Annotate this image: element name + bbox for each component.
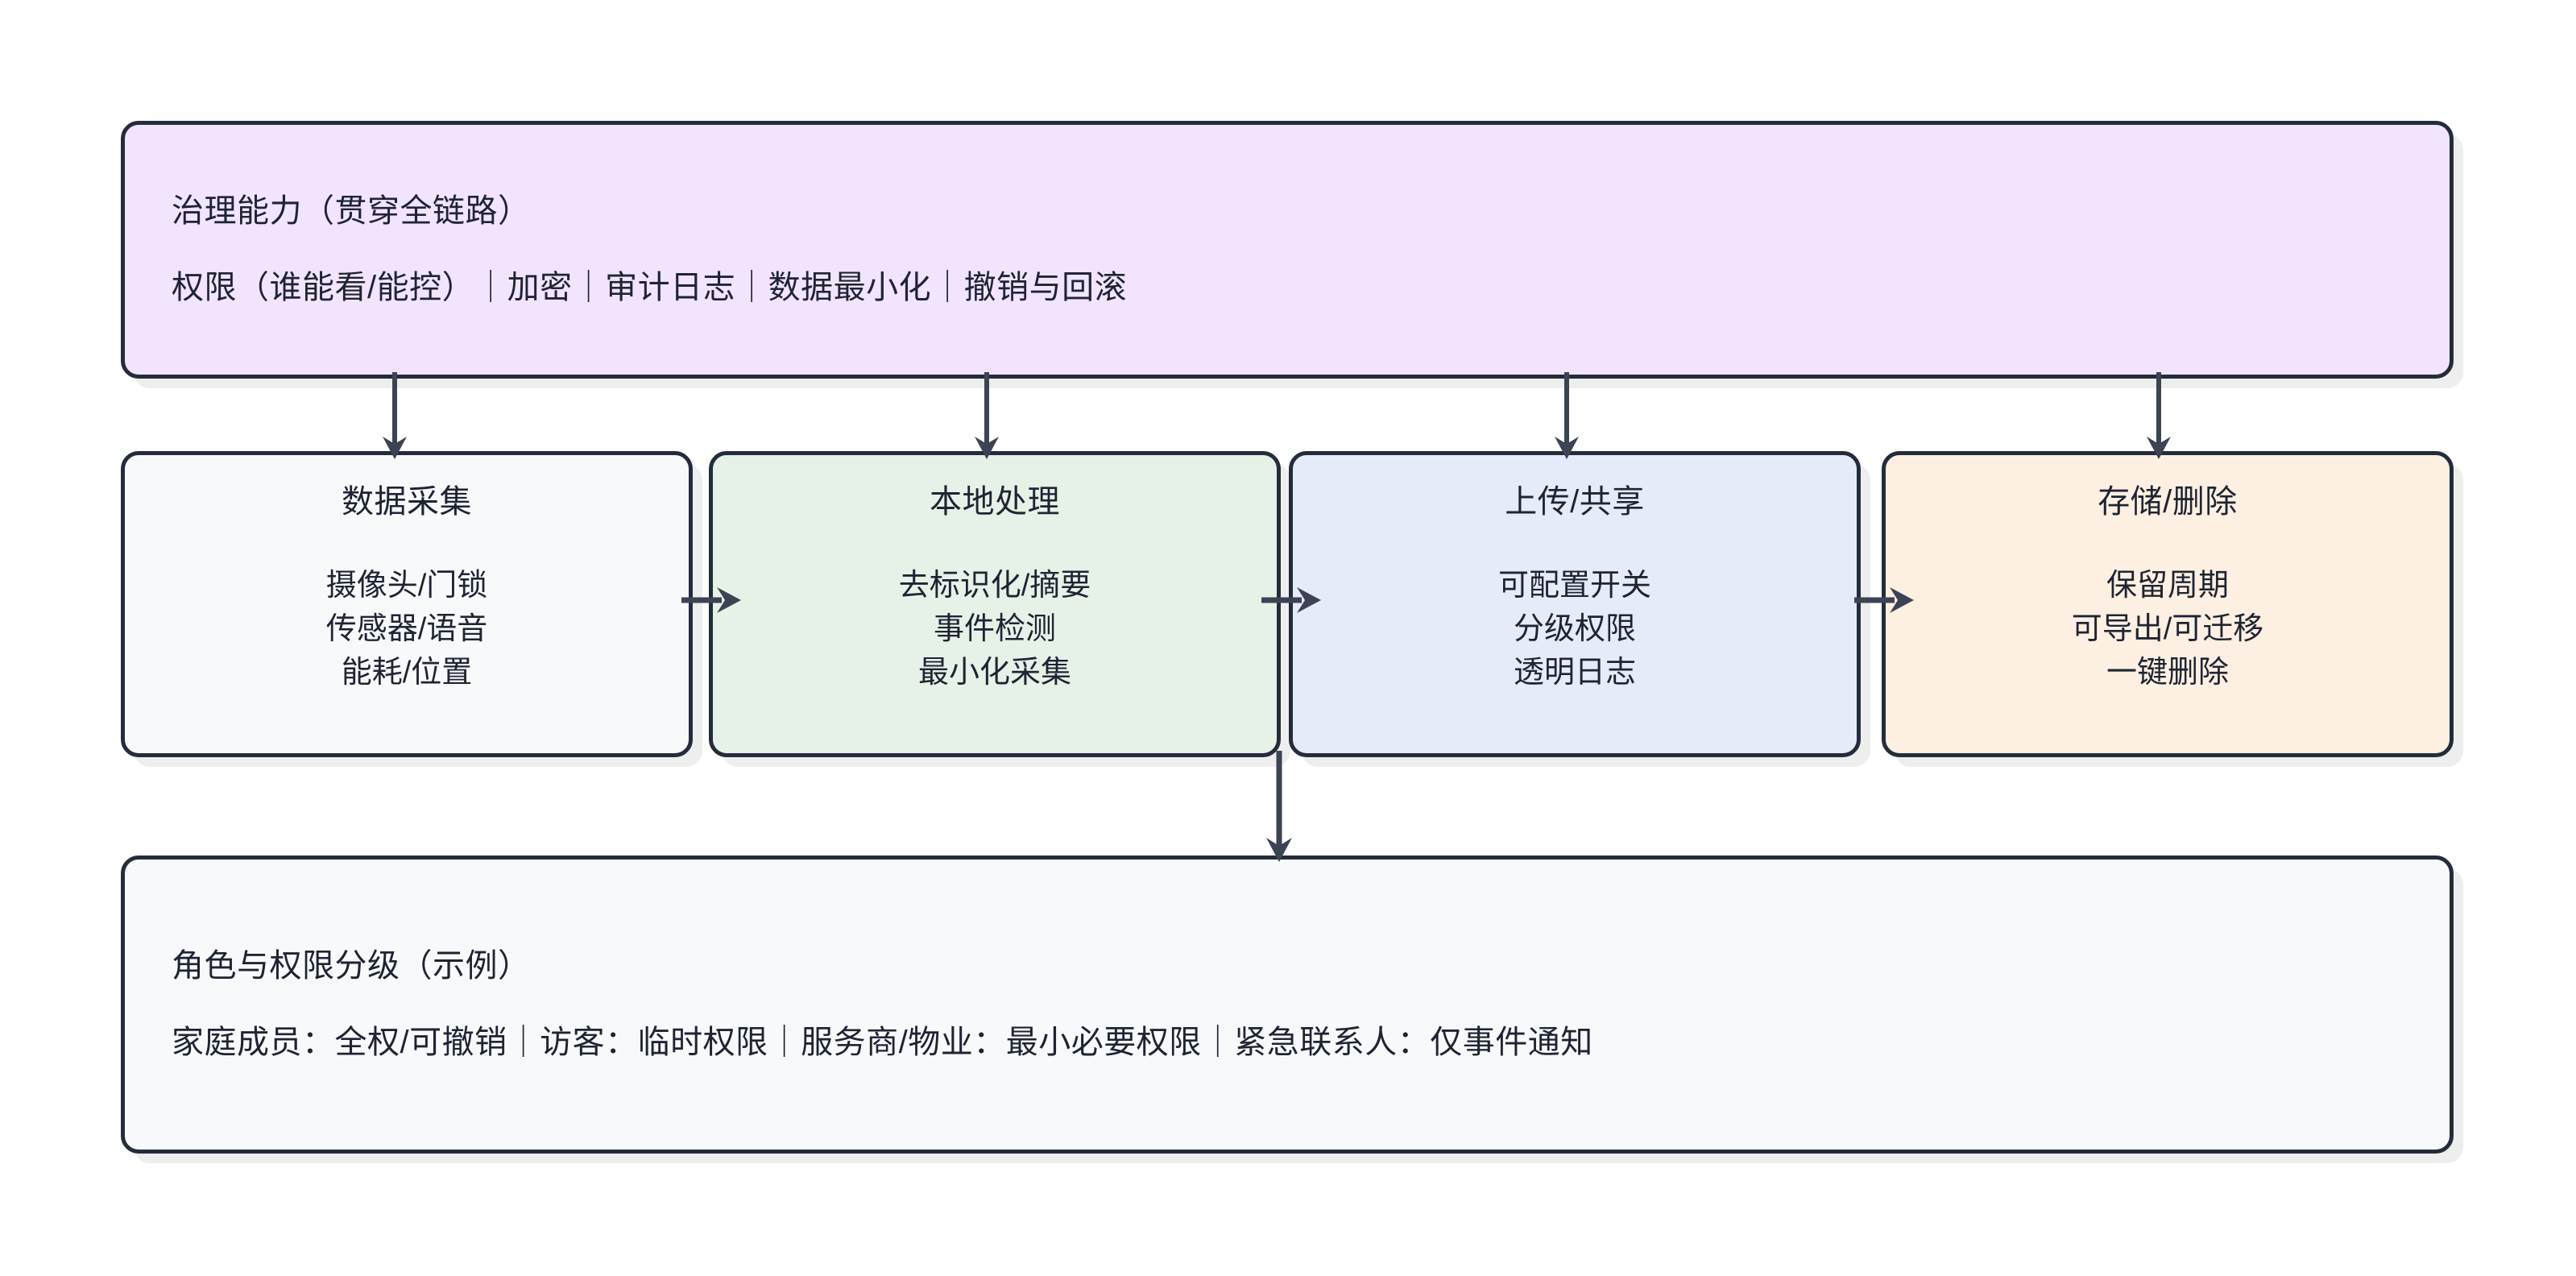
stage-detail-line: 可配置开关 — [1497, 569, 1651, 603]
edge-governance-to-storage-deletion-arrow-icon — [2135, 372, 2183, 461]
stage-detail-line: 一键删除 — [2106, 655, 2229, 690]
stage-title-local-processing: 本地处理 — [930, 484, 1060, 520]
edge-governance-to-data-collection-arrow-icon — [371, 372, 419, 461]
stage-detail-local-processing: 去标识化/摘要 事件检测 最小化采集 — [899, 565, 1091, 695]
governance-banner-detail: 权限（谁能看/能控）｜加密｜审计日志｜数据最小化｜撤销与回滚 — [172, 270, 1128, 305]
stage-detail-storage-deletion: 保留周期 可导出/可迁移 一键删除 — [2072, 565, 2264, 695]
stage-detail-line: 保留周期 — [2106, 569, 2229, 603]
stage-detail-line: 最小化采集 — [917, 655, 1071, 690]
stage-detail-line: 去标识化/摘要 — [898, 569, 1091, 603]
stage-node-local-processing[interactable]: 本地处理 去标识化/摘要 事件检测 最小化采集 — [709, 451, 1281, 757]
governance-banner-title: 治理能力（贯穿全链路） — [172, 193, 531, 230]
edge-governance-to-upload-share-arrow-icon — [1543, 372, 1591, 461]
stage-title-data-collection: 数据采集 — [342, 484, 472, 520]
stage-detail-line: 事件检测 — [933, 611, 1056, 646]
edge-governance-to-local-processing-arrow-icon — [963, 372, 1011, 461]
roles-banner-node[interactable]: 角色与权限分级（示例） 家庭成员：全权/可撤销｜访客：临时权限｜服务商/物业：最… — [121, 856, 2454, 1154]
stage-detail-upload-share: 可配置开关 分级权限 透明日志 — [1498, 565, 1651, 695]
stage-detail-line: 传感器/语音 — [325, 611, 488, 646]
stage-detail-line: 摄像头/门锁 — [325, 569, 488, 603]
stage-detail-line: 能耗/位置 — [341, 655, 473, 690]
governance-banner-node[interactable]: 治理能力（贯穿全链路） 权限（谁能看/能控）｜加密｜审计日志｜数据最小化｜撤销与… — [121, 121, 2454, 379]
stage-detail-line: 可导出/可迁移 — [2071, 611, 2264, 646]
stage-node-storage-deletion[interactable]: 存储/删除 保留周期 可导出/可迁移 一键删除 — [1882, 451, 2454, 757]
stage-node-upload-share[interactable]: 上传/共享 可配置开关 分级权限 透明日志 — [1289, 451, 1861, 757]
roles-banner-detail: 家庭成员：全权/可撤销｜访客：临时权限｜服务商/物业：最小必要权限｜紧急联系人：… — [172, 1025, 1593, 1060]
stage-title-upload-share: 上传/共享 — [1505, 484, 1645, 520]
roles-banner-title: 角色与权限分级（示例） — [172, 948, 531, 984]
stage-detail-line: 透明日志 — [1513, 655, 1636, 690]
stage-title-storage-deletion: 存储/删除 — [2098, 484, 2238, 520]
stage-detail-data-collection: 摄像头/门锁 传感器/语音 能耗/位置 — [326, 565, 488, 695]
edge-pipeline-to-roles-arrow-icon — [1255, 751, 1303, 864]
stage-node-data-collection[interactable]: 数据采集 摄像头/门锁 传感器/语音 能耗/位置 — [121, 451, 693, 757]
stage-detail-line: 分级权限 — [1513, 611, 1636, 646]
